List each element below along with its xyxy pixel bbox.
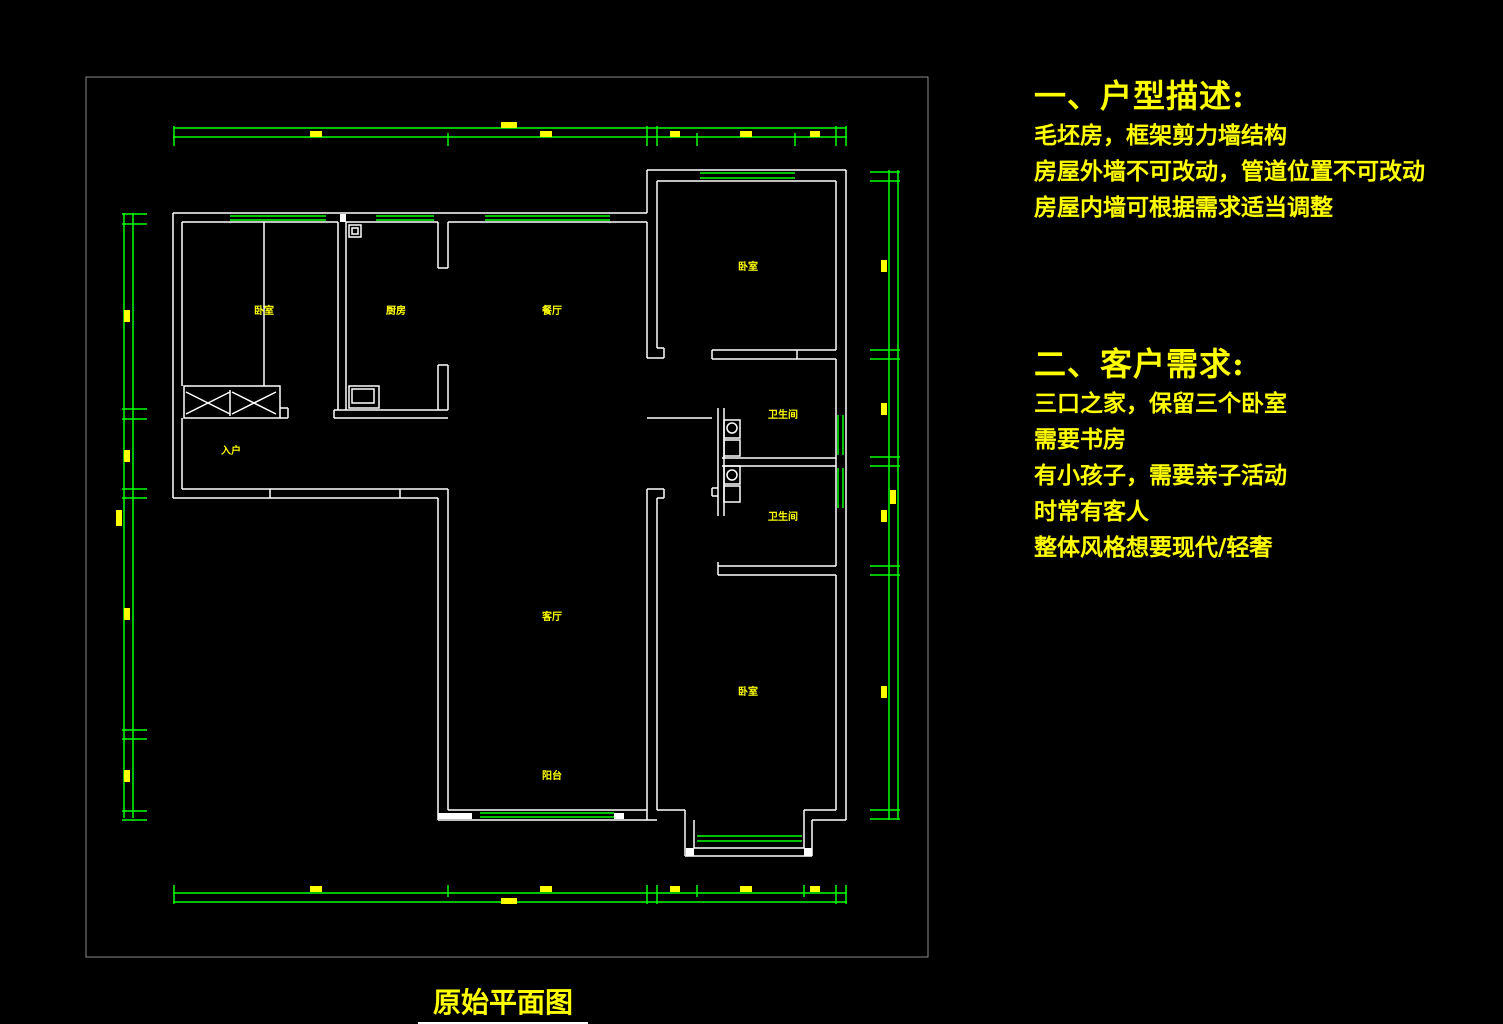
walls bbox=[172, 169, 847, 857]
note-line: 房屋外墙不可改动，管道位置不可改动 bbox=[1034, 159, 1425, 185]
columns bbox=[340, 214, 812, 856]
room-label-bedroom-3: 卧室 bbox=[738, 685, 758, 698]
note-line: 三口之家，保留三个卧室 bbox=[1034, 391, 1287, 417]
room-label-balcony: 阳台 bbox=[542, 769, 562, 782]
room-label-dining: 餐厅 bbox=[541, 304, 562, 317]
notes-section-requirements: 二、客户需求: 三口之家，保留三个卧室 需要书房 有小孩子，需要亲子活动 时常有… bbox=[1034, 342, 1287, 566]
room-label-kitchen: 厨房 bbox=[386, 304, 406, 317]
note-line: 时常有客人 bbox=[1034, 499, 1149, 525]
windows bbox=[230, 172, 844, 842]
dimension-markers bbox=[116, 122, 896, 904]
note-line: 毛坯房，框架剪力墙结构 bbox=[1034, 123, 1287, 149]
notes-panel: 一、户型描述: 毛坯房，框架剪力墙结构 房屋外墙不可改动，管道位置不可改动 房屋… bbox=[1034, 74, 1499, 561]
note-line: 房屋内墙可根据需求适当调整 bbox=[1034, 195, 1333, 221]
notes-section-layout: 一、户型描述: 毛坯房，框架剪力墙结构 房屋外墙不可改动，管道位置不可改动 房屋… bbox=[1034, 74, 1499, 226]
room-label-bedroom-1: 卧室 bbox=[254, 304, 274, 317]
note-line: 有小孩子，需要亲子活动 bbox=[1034, 463, 1287, 489]
drawing-frame bbox=[85, 76, 929, 958]
note-line: 需要书房 bbox=[1034, 427, 1126, 453]
note-line: 整体风格想要现代/轻奢 bbox=[1034, 535, 1273, 561]
drawing-caption: 原始平面图 bbox=[418, 984, 588, 1024]
room-label-living: 客厅 bbox=[541, 610, 562, 623]
section-heading-requirements: 二、客户需求: bbox=[1034, 345, 1245, 383]
room-label-bathroom-1: 卫生间 bbox=[768, 408, 798, 421]
room-label-entrance: 入户 bbox=[221, 444, 241, 457]
room-label-bathroom-2: 卫生间 bbox=[768, 510, 798, 523]
section-heading-layout: 一、户型描述: bbox=[1034, 77, 1245, 115]
room-label-bedroom-2: 卧室 bbox=[738, 260, 758, 273]
